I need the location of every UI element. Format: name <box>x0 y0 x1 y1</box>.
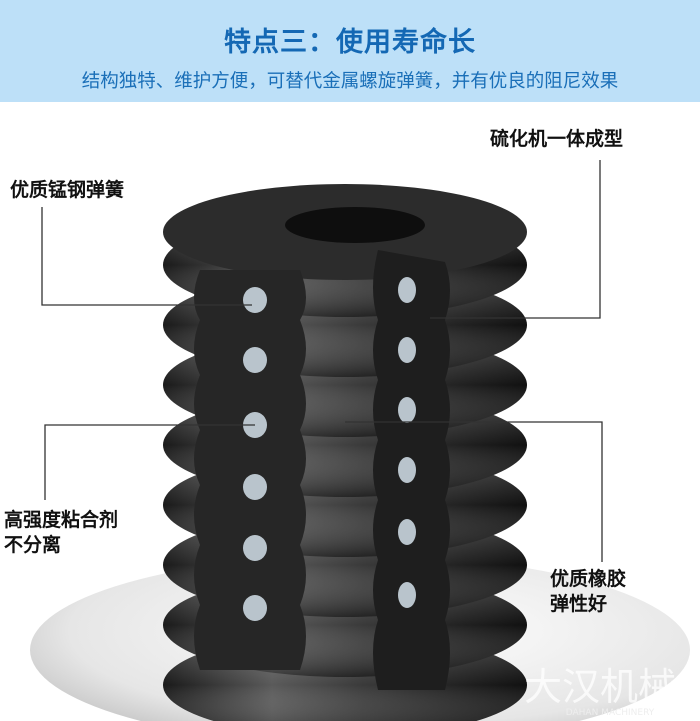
leader-line-adhesive <box>44 424 255 500</box>
page-title: 特点三：使用寿命长 <box>224 27 476 58</box>
steel-wire-dot <box>243 287 267 313</box>
label-spring-steel: 优质锰钢弹簧 <box>10 179 125 201</box>
watermark-logo: 大汉机械 <box>524 665 676 709</box>
steel-wire-dot <box>398 457 416 483</box>
top-hole <box>285 207 425 243</box>
leader-line-rubber <box>345 421 603 562</box>
label-rubber: 优质橡胶 弹性好 <box>550 567 626 617</box>
watermark-english: DAHAN MACHINERY <box>566 708 655 718</box>
steel-wire-dot <box>243 474 267 500</box>
header-band: 特点三：使用寿命长 结构独特、维护方便，可替代金属螺旋弹簧，并有优良的阻尼效果 <box>0 0 700 102</box>
steel-wire-dot <box>243 347 267 373</box>
steel-wire-dot <box>398 337 416 363</box>
steel-wire-dot <box>243 535 267 561</box>
label-vulcanized: 硫化机一体成型 <box>490 128 624 150</box>
page-subtitle: 结构独特、维护方便，可替代金属螺旋弹簧，并有优良的阻尼效果 <box>81 71 619 92</box>
leader-line-vulcanized <box>430 160 601 319</box>
steel-wire-dot <box>398 277 416 303</box>
steel-spring-cross-sections <box>243 277 416 621</box>
label-adhesive-line2: 不分离 <box>4 534 62 556</box>
leader-line-spring-steel <box>41 207 252 306</box>
steel-wire-dot <box>243 595 267 621</box>
label-adhesive-line1: 高强度粘合剂 <box>4 509 119 531</box>
steel-wire-dot <box>398 519 416 545</box>
label-adhesive: 高强度粘合剂 不分离 <box>4 508 118 558</box>
steel-wire-dot <box>398 397 416 423</box>
label-rubber-line1: 优质橡胶 <box>550 568 627 590</box>
steel-wire-dot <box>398 582 416 608</box>
left-section <box>194 270 306 670</box>
label-rubber-line2: 弹性好 <box>550 593 608 615</box>
